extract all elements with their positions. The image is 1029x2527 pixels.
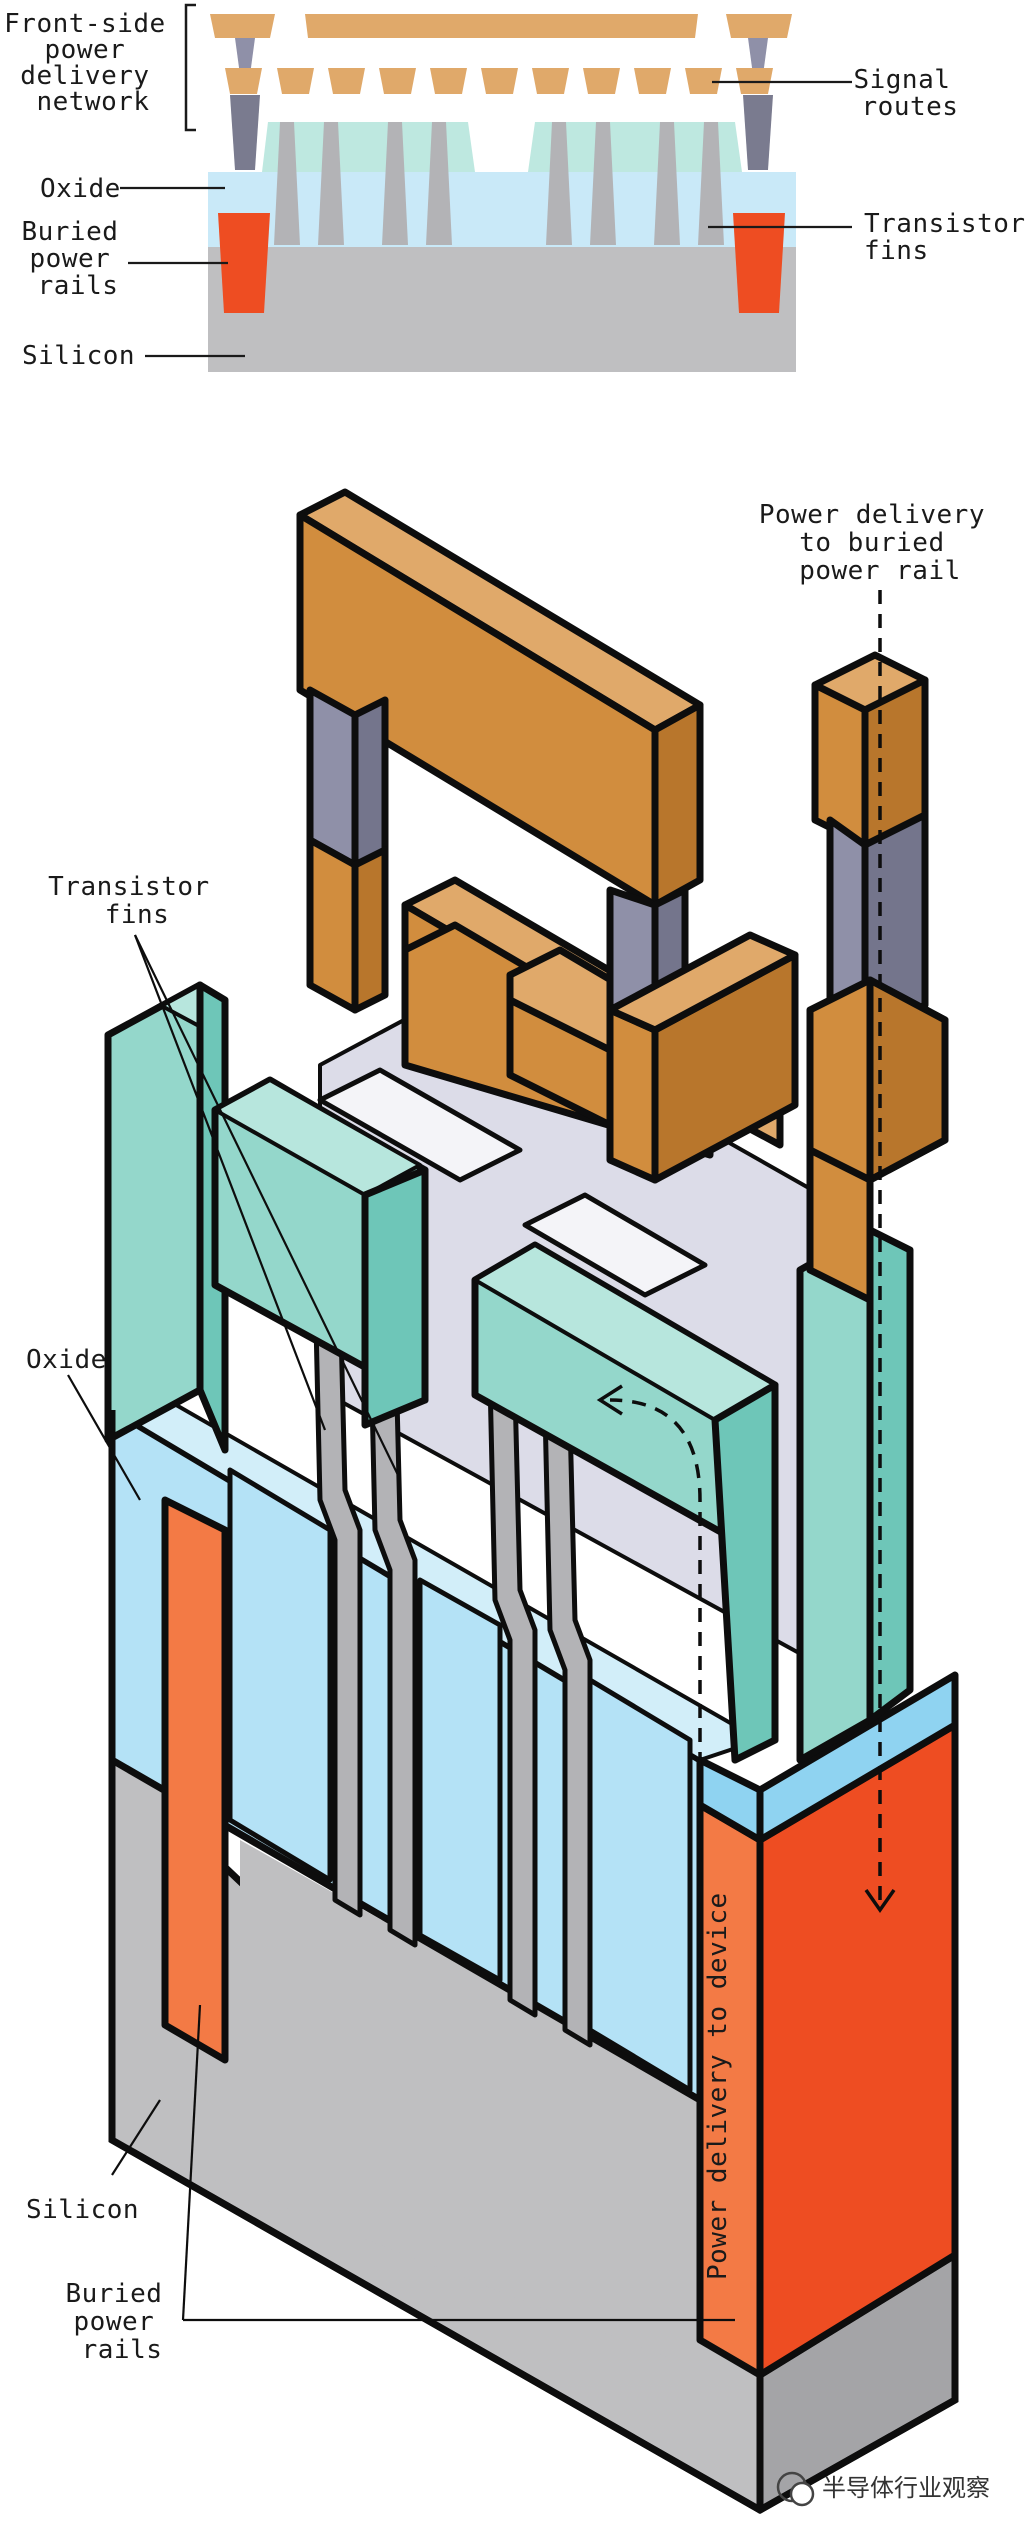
gray-fin <box>542 1407 593 2048</box>
cross-section-oxide <box>208 172 796 247</box>
transistor-fins-label-main: Transistor fins <box>48 872 226 930</box>
signal-routes-line-1: Signal <box>853 65 950 95</box>
cross-section-signal-routes <box>225 68 773 94</box>
buried-rails-main-line-1: Buried <box>65 2279 162 2309</box>
front-side-pdn-line-4: network <box>36 87 149 117</box>
metal-center-drop <box>606 931 799 1184</box>
front-side-pdn-bracket <box>184 3 196 132</box>
block-outline <box>108 1410 959 2515</box>
buried-rails-top-line-2: power <box>30 244 111 274</box>
oxide-label-top: Oxide <box>40 174 121 204</box>
signal-routes-label: Signal routes <box>853 65 966 122</box>
buried-power-rails-label-main: Buried power rails <box>65 2279 178 2365</box>
silicon-front-main <box>112 1760 700 2370</box>
cross-section-via <box>743 95 773 170</box>
power-buried-line-2: to buried <box>799 528 944 558</box>
front-side-pdn-line-2: power <box>45 35 126 65</box>
buried-rails-main-line-3: rails <box>82 2335 163 2365</box>
buried-rails-main-line-2: power <box>74 2307 155 2337</box>
teal-pillar-right <box>796 1226 914 1764</box>
arrow-to-device <box>609 1398 702 2030</box>
cross-section-diagram <box>120 3 852 372</box>
oxide-block <box>417 1577 503 1983</box>
cross-section-via <box>230 95 260 170</box>
cross-section-via <box>235 38 255 75</box>
arrowhead-down <box>864 1888 896 1914</box>
transistor-fins-main-line-1: Transistor <box>48 872 210 902</box>
arrowhead-left <box>596 1384 623 1416</box>
transistor-fins-top-line-1: Transistor <box>864 209 1026 239</box>
power-buried-line-3: power rail <box>799 556 961 586</box>
buried-rail-left <box>161 1496 229 2064</box>
buried-power-rails-label-top: Buried power rails <box>21 217 134 301</box>
transistor-fins-label-top: Transistor fins <box>864 209 1029 266</box>
contact-block <box>317 1067 523 1183</box>
teal-gate-center <box>211 1076 429 1429</box>
cross-section-buried-rail <box>218 213 270 313</box>
front-side-pdn-line-1: Front-side <box>4 9 166 39</box>
cross-section-buried-rail <box>733 213 785 313</box>
metal-top-bar <box>296 488 704 909</box>
power-delivery-buried-label: Power delivery to buried power rail <box>759 500 1001 586</box>
silicon-label-main: Silicon <box>26 2195 139 2225</box>
wechat-icon-inner <box>789 2481 815 2507</box>
cross-section-front-side-metal <box>210 14 792 38</box>
transistor-fins-main-line-2: fins <box>105 900 170 930</box>
contact-block <box>522 1192 708 1298</box>
teal-gate-right <box>471 1241 779 1764</box>
front-side-pdn-line-3: delivery <box>20 61 149 91</box>
cross-section-labels: Front-side power delivery network Signal… <box>4 9 1029 371</box>
power-buried-line-1: Power delivery <box>759 500 985 530</box>
cross-section-via <box>748 38 768 75</box>
power-delivery-arrows <box>609 590 882 2030</box>
silicon-label-top: Silicon <box>22 341 135 371</box>
transistor-fins-top-line-2: fins <box>864 236 929 266</box>
cross-section-leaders <box>120 80 852 358</box>
teal-gate-left <box>104 981 229 1454</box>
oxide-block <box>587 1677 693 2093</box>
buried-rails-top-line-3: rails <box>38 271 119 301</box>
isometric-diagram <box>104 488 959 2514</box>
watermark-text: 半导体行业观察 <box>822 2474 990 2502</box>
oxide-block <box>227 1467 333 1883</box>
cross-section-fins <box>274 122 724 245</box>
cross-section-teal-cap <box>262 122 475 172</box>
via-left <box>306 686 389 869</box>
gray-fins <box>312 1277 593 2048</box>
watermark: 半导体行业观察 <box>776 2471 990 2507</box>
cross-section-silicon <box>208 245 796 372</box>
main-labels: Power delivery to buried power rail Tran… <box>26 500 1001 2365</box>
power-delivery-device-label: Power delivery to device <box>703 1892 733 2280</box>
oxide-label-main: Oxide <box>26 1345 107 1375</box>
metal-right-column <box>806 651 949 1304</box>
metal-left-lower <box>306 836 389 1014</box>
buried-rails-top-line-1: Buried <box>21 217 118 247</box>
front-side-pdn-label: Front-side power delivery network <box>4 9 182 117</box>
signal-routes-line-2: routes <box>862 92 959 122</box>
cross-section-teal-cap <box>528 122 742 172</box>
main-leaders <box>67 934 735 2322</box>
gray-fin <box>487 1377 538 2018</box>
